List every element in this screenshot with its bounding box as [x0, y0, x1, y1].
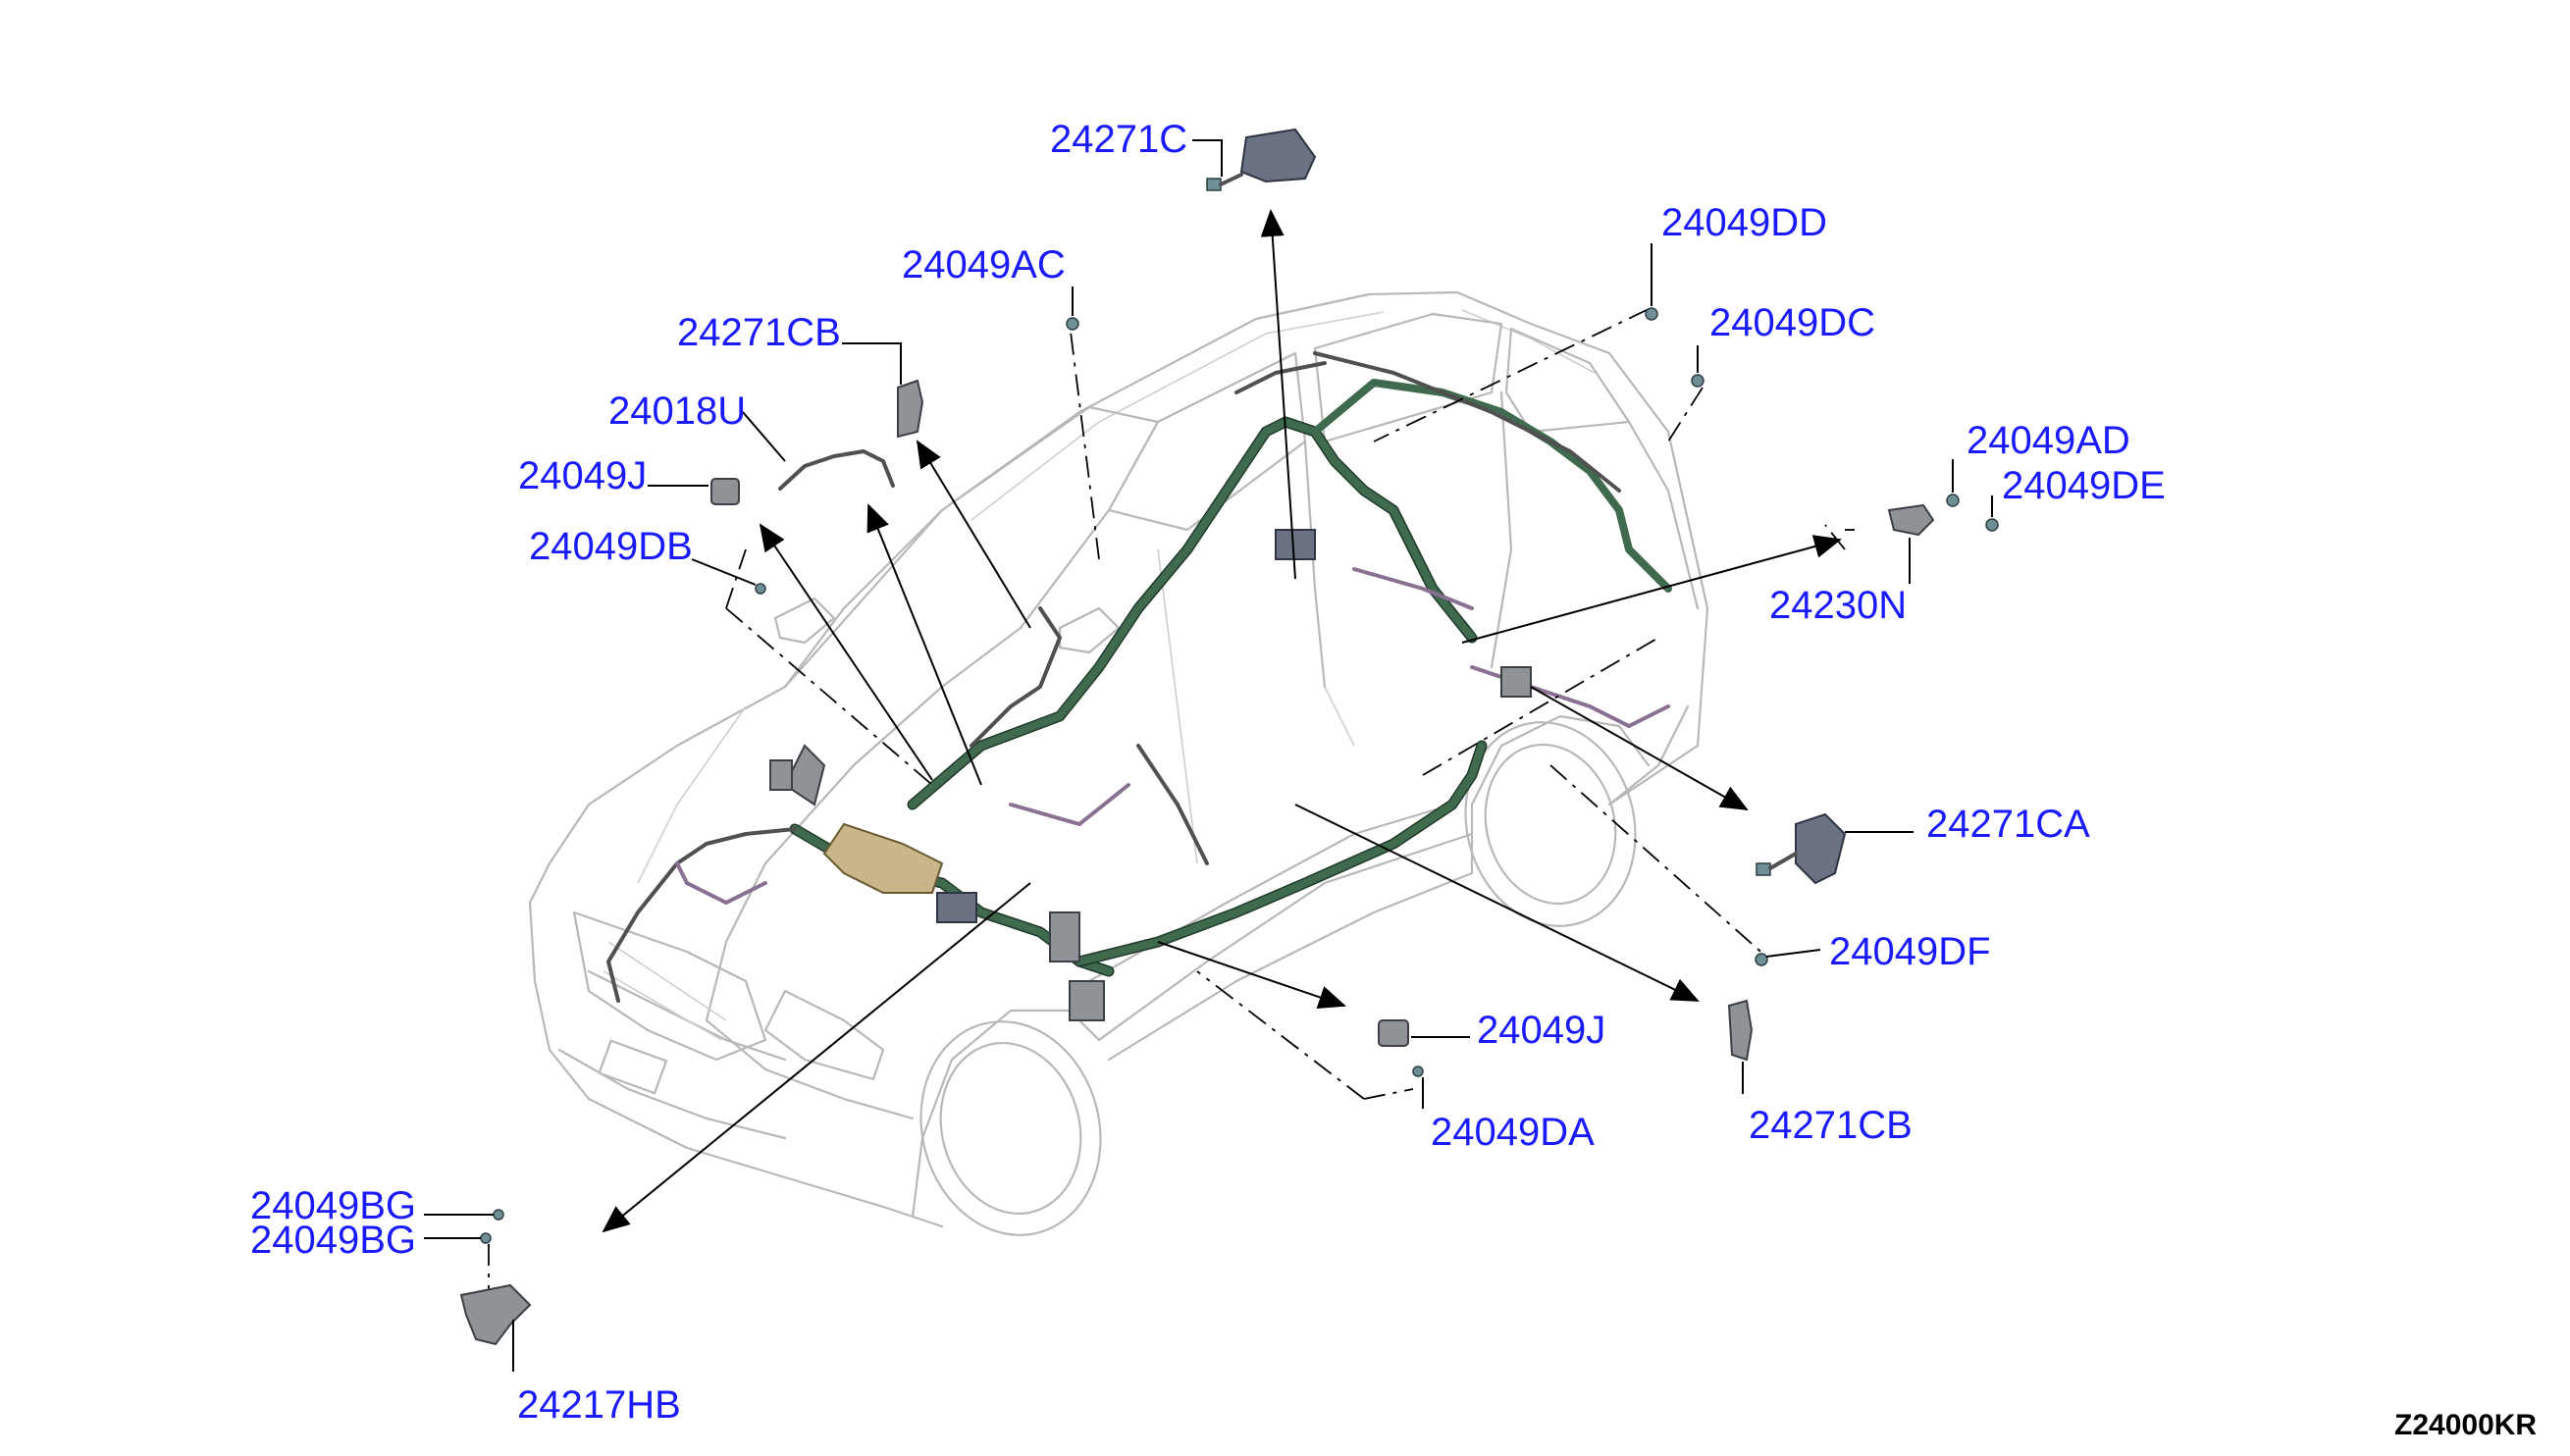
callout-24271ca[interactable]: 24271CA — [1926, 803, 2090, 846]
vehicle-outline — [528, 290, 1709, 1236]
callout-24049de[interactable]: 24049DE — [2002, 464, 2166, 507]
callout-24049ac[interactable]: 24049AC — [902, 243, 1066, 286]
part-24018u-icon — [778, 449, 895, 491]
callout-24230n[interactable]: 24230N — [1769, 584, 1907, 627]
callout-24018u[interactable]: 24018U — [608, 390, 746, 433]
part-icons — [459, 128, 1999, 1346]
callout-24049bg-2[interactable]: 24049BG — [250, 1219, 416, 1262]
console-components — [769, 529, 1532, 1021]
pointer-arrows — [602, 209, 1842, 1233]
part-24271cb-right-icon — [1727, 999, 1754, 1062]
part-24049dc-icon — [1691, 374, 1705, 388]
part-24049db-icon — [755, 583, 766, 595]
part-24049dd-icon — [1645, 307, 1658, 321]
part-24271cb-left-icon — [897, 379, 924, 439]
callout-24217hb[interactable]: 24217HB — [517, 1383, 681, 1427]
part-24049ac-icon — [1066, 317, 1079, 331]
part-24049da-icon — [1412, 1066, 1424, 1077]
part-24271c-icon — [1239, 128, 1317, 183]
part-24271ca-icon — [1795, 812, 1847, 885]
part-24049df-icon — [1755, 953, 1768, 966]
part-24230n-icon — [1887, 503, 1935, 537]
part-24049j-left-icon — [710, 478, 740, 505]
part-24049j-right-icon — [1378, 1019, 1409, 1047]
callout-24271c-top[interactable]: 24271C — [1050, 118, 1187, 161]
callout-24049df[interactable]: 24049DF — [1829, 930, 1991, 973]
diagram-code: Z24000KR — [2394, 1409, 2537, 1441]
callout-24049ad[interactable]: 24049AD — [1967, 419, 2130, 462]
callout-24271cb-right[interactable]: 24271CB — [1749, 1104, 1913, 1147]
callout-24271cb-left[interactable]: 24271CB — [677, 311, 841, 354]
part-24217hb-icon — [459, 1283, 532, 1346]
part-24049de-icon — [1985, 518, 1999, 532]
callout-24049db[interactable]: 24049DB — [529, 525, 693, 568]
callout-labels: 24271C 24049AC 24049DD 24049DC 24271CB 2… — [250, 118, 2166, 1427]
part-24049ad-icon — [1946, 494, 1960, 507]
label-leaders — [424, 139, 1993, 1372]
callout-24049j-left[interactable]: 24049J — [518, 454, 647, 497]
callout-24049dd[interactable]: 24049DD — [1661, 201, 1827, 244]
part-24049bg-2-icon — [480, 1232, 492, 1244]
callout-24049bg-1[interactable]: 24049BG — [250, 1184, 416, 1227]
callout-24049j-right[interactable]: 24049J — [1477, 1009, 1605, 1052]
callout-24049da[interactable]: 24049DA — [1431, 1111, 1595, 1154]
callout-24049dc[interactable]: 24049DC — [1709, 301, 1875, 344]
part-24049bg-1-icon — [493, 1209, 504, 1221]
